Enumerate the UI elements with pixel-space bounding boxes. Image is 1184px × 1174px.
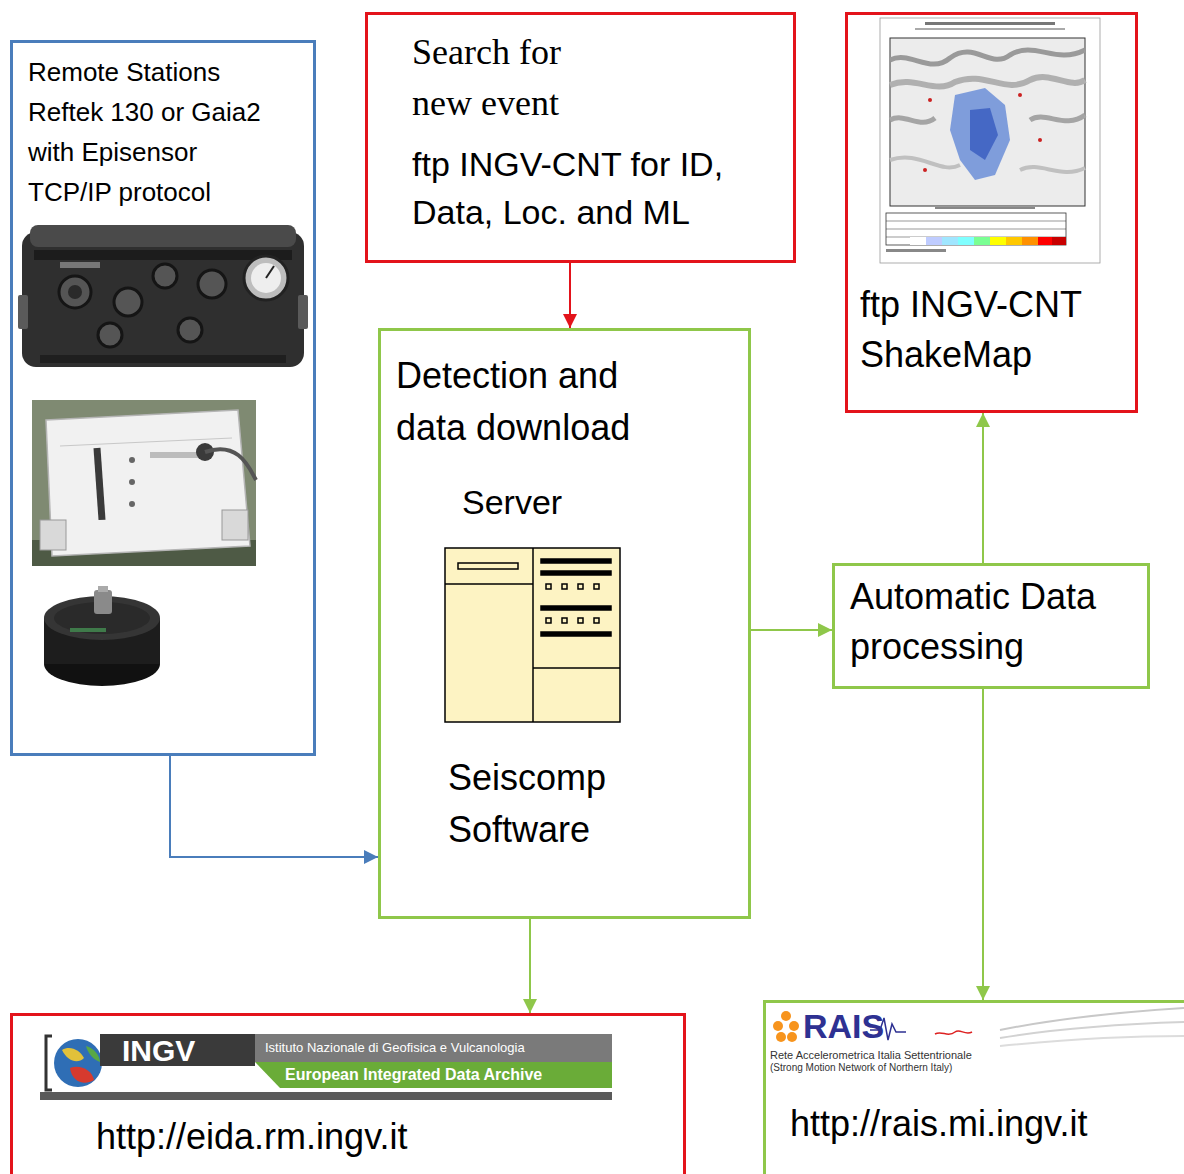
station-box: Remote Stations Reftek 130 or Gaia2 with… — [10, 40, 316, 756]
flow-arrow — [982, 689, 984, 1000]
flow-arrow — [982, 413, 984, 563]
logo-text: RAIS — [803, 1007, 893, 1045]
url-text: http://eida.rm.ingv.it — [96, 1115, 616, 1159]
shakemap-box: ftp INGV-CNT ShakeMap — [845, 12, 1138, 413]
logo-subtitle: (Strong Motion Network of Northern Italy… — [770, 1062, 1070, 1074]
episensor — [44, 586, 160, 686]
station-text: Remote Stations Reftek 130 or Gaia2 with… — [28, 52, 278, 212]
ingv-logo — [40, 1034, 612, 1100]
software-label: Seiscomp Software — [448, 752, 648, 856]
url-text: http://rais.mi.ingv.it — [790, 1102, 1184, 1146]
flow-arrow — [751, 629, 832, 631]
logo-subtitle: Rete Accelerometrica Italia Settentriona… — [770, 1049, 1070, 1062]
process-box: Automatic Data processing — [832, 563, 1150, 689]
server-icon — [445, 548, 620, 722]
logo-subtitle: European Integrated Data Archive — [285, 1065, 612, 1085]
box-heading: Detection and data download — [396, 350, 656, 454]
flow-arrow — [170, 756, 378, 857]
flow-arrow — [569, 263, 571, 328]
network-box: RAIS Rete Accelerometrica Italia Settentr… — [763, 1000, 1184, 1174]
flow-arrow — [529, 919, 531, 1013]
server-label: Server — [462, 480, 662, 524]
box-heading: Search for new event — [412, 27, 592, 129]
box-text: ftp INGV-CNT ShakeMap — [860, 280, 1120, 380]
logo-text: INGV — [122, 1035, 262, 1067]
reftek-recorder — [18, 225, 308, 367]
process-box: Search for new event ftp INGV-CNT for ID,… — [365, 12, 796, 263]
shakemap-image — [880, 18, 1100, 263]
box-text: Automatic Data processing — [850, 572, 1136, 672]
server-box: Detection and data downloadServerSeiscom… — [378, 328, 751, 919]
rais-logo — [773, 1008, 1184, 1046]
gaia2-recorder — [32, 400, 256, 566]
box-text: ftp INGV-CNT for ID, Data, Loc. and ML — [412, 140, 772, 236]
logo-subtitle: Istituto Nazionale di Geofisica e Vulcan… — [265, 1039, 610, 1057]
archive-box: INGVIstituto Nazionale di Geofisica e Vu… — [10, 1013, 686, 1174]
